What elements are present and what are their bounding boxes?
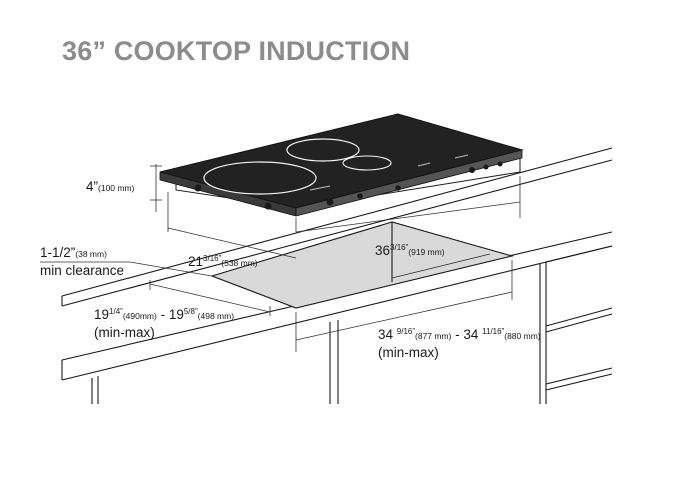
cutout-length-label: 34 9/16”(877 mm) - 34 11/16”(880 mm) (mi… <box>378 327 541 360</box>
cabinets <box>91 245 613 404</box>
cooking-zone-small <box>342 155 392 171</box>
clearance-label: 1-1/2”(38 mm) min clearance <box>40 245 125 278</box>
cutout-opening <box>210 221 515 309</box>
dimension-lines <box>40 164 521 352</box>
cutout-depth-label: 191/4”(490mm) - 195/8”(498 mm) (min-max) <box>94 307 235 340</box>
cooktop <box>159 113 524 217</box>
cutout-width-label: 213/16”(538 mm) <box>188 254 258 269</box>
page-title: 36” COOKTOP INDUCTION <box>62 36 411 66</box>
cooking-zone-large <box>203 161 317 195</box>
cooking-zone-medium <box>286 138 360 162</box>
overall-width-label: 363/16”(919 mm) <box>375 243 445 258</box>
height-label: 4”(100 mm) <box>86 179 135 194</box>
